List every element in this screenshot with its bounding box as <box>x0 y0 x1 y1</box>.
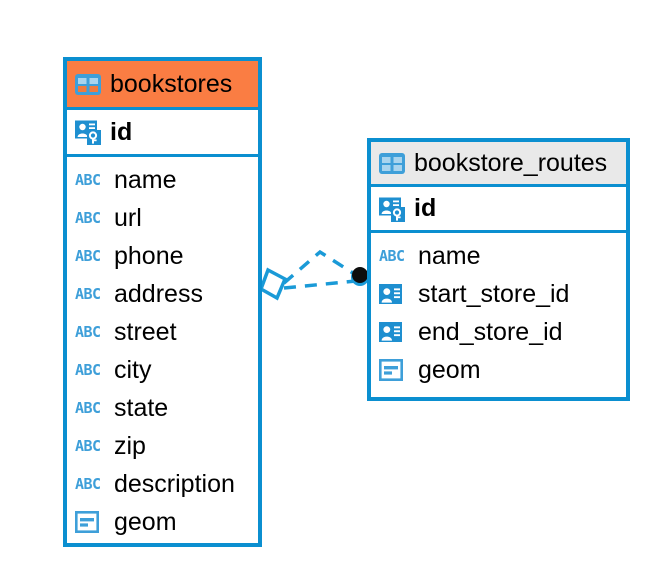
field-row[interactable]: ABC phone <box>67 237 258 275</box>
field-label: description <box>114 469 235 498</box>
field-row[interactable]: ABC address <box>67 275 258 313</box>
text-type-icon: ABC <box>75 398 101 417</box>
field-row[interactable]: geom <box>371 351 626 389</box>
primary-key-label: id <box>110 117 133 146</box>
text-type-icon: ABC <box>75 322 101 341</box>
foreign-key-icon <box>379 283 409 305</box>
field-label: geom <box>418 355 481 384</box>
primary-key-row-bookstore-routes[interactable]: id <box>371 187 626 233</box>
relationship-line-upper <box>282 249 357 285</box>
field-row[interactable]: start_store_id <box>371 275 626 313</box>
field-list-bookstores: ABC name ABC url ABC phone ABC address A… <box>67 157 258 547</box>
field-row[interactable]: end_store_id <box>371 313 626 351</box>
field-label: phone <box>114 241 184 270</box>
field-label: state <box>114 393 169 422</box>
field-row[interactable]: ABC state <box>67 389 258 427</box>
text-type-icon: ABC <box>379 246 405 265</box>
field-label: end_store_id <box>418 317 563 346</box>
field-row[interactable]: ABC url <box>67 199 258 237</box>
field-row[interactable]: ABC zip <box>67 427 258 465</box>
field-label: zip <box>114 431 146 460</box>
primary-key-label: id <box>414 194 437 222</box>
field-label: city <box>114 355 152 384</box>
text-type-icon: ABC <box>75 170 101 189</box>
text-type-icon: ABC <box>75 436 101 455</box>
field-label: start_store_id <box>418 279 570 308</box>
primary-key-icon <box>75 119 101 145</box>
field-label: address <box>114 279 203 308</box>
entity-name-label: bookstores <box>110 69 233 98</box>
geometry-type-icon <box>75 511 105 533</box>
relationship-line-lower <box>283 279 357 290</box>
field-label: name <box>418 241 481 270</box>
foreign-key-icon <box>379 321 409 343</box>
field-list-bookstore-routes: ABC name start_store_id <box>371 233 626 395</box>
field-label: name <box>114 165 177 194</box>
field-row[interactable]: ABC description <box>67 465 258 503</box>
field-row[interactable]: ABC city <box>67 351 258 389</box>
primary-key-icon <box>379 196 405 222</box>
diamond-marker <box>258 267 288 301</box>
field-row[interactable]: ABC street <box>67 313 258 351</box>
entity-header-bookstores[interactable]: bookstores <box>67 61 258 110</box>
entity-header-bookstore-routes[interactable]: bookstore_routes <box>371 142 626 187</box>
field-label: url <box>114 203 142 232</box>
text-type-icon: ABC <box>75 474 101 493</box>
field-row[interactable]: ABC name <box>371 237 626 275</box>
text-type-icon: ABC <box>75 208 101 227</box>
entity-table-bookstore-routes[interactable]: bookstore_routes id <box>367 138 630 401</box>
text-type-icon: ABC <box>75 284 101 303</box>
field-row[interactable]: geom <box>67 503 258 541</box>
field-label: street <box>114 317 177 346</box>
geometry-type-icon <box>379 359 409 381</box>
field-label: geom <box>114 507 177 536</box>
text-type-icon: ABC <box>75 360 101 379</box>
primary-key-row-bookstores[interactable]: id <box>67 110 258 157</box>
entity-name-label: bookstore_routes <box>414 148 608 177</box>
table-icon <box>75 73 101 95</box>
text-type-icon: ABC <box>75 246 101 265</box>
field-row[interactable]: ABC name <box>67 161 258 199</box>
entity-table-bookstores[interactable]: bookstores id A <box>63 57 262 547</box>
table-icon <box>379 152 405 174</box>
